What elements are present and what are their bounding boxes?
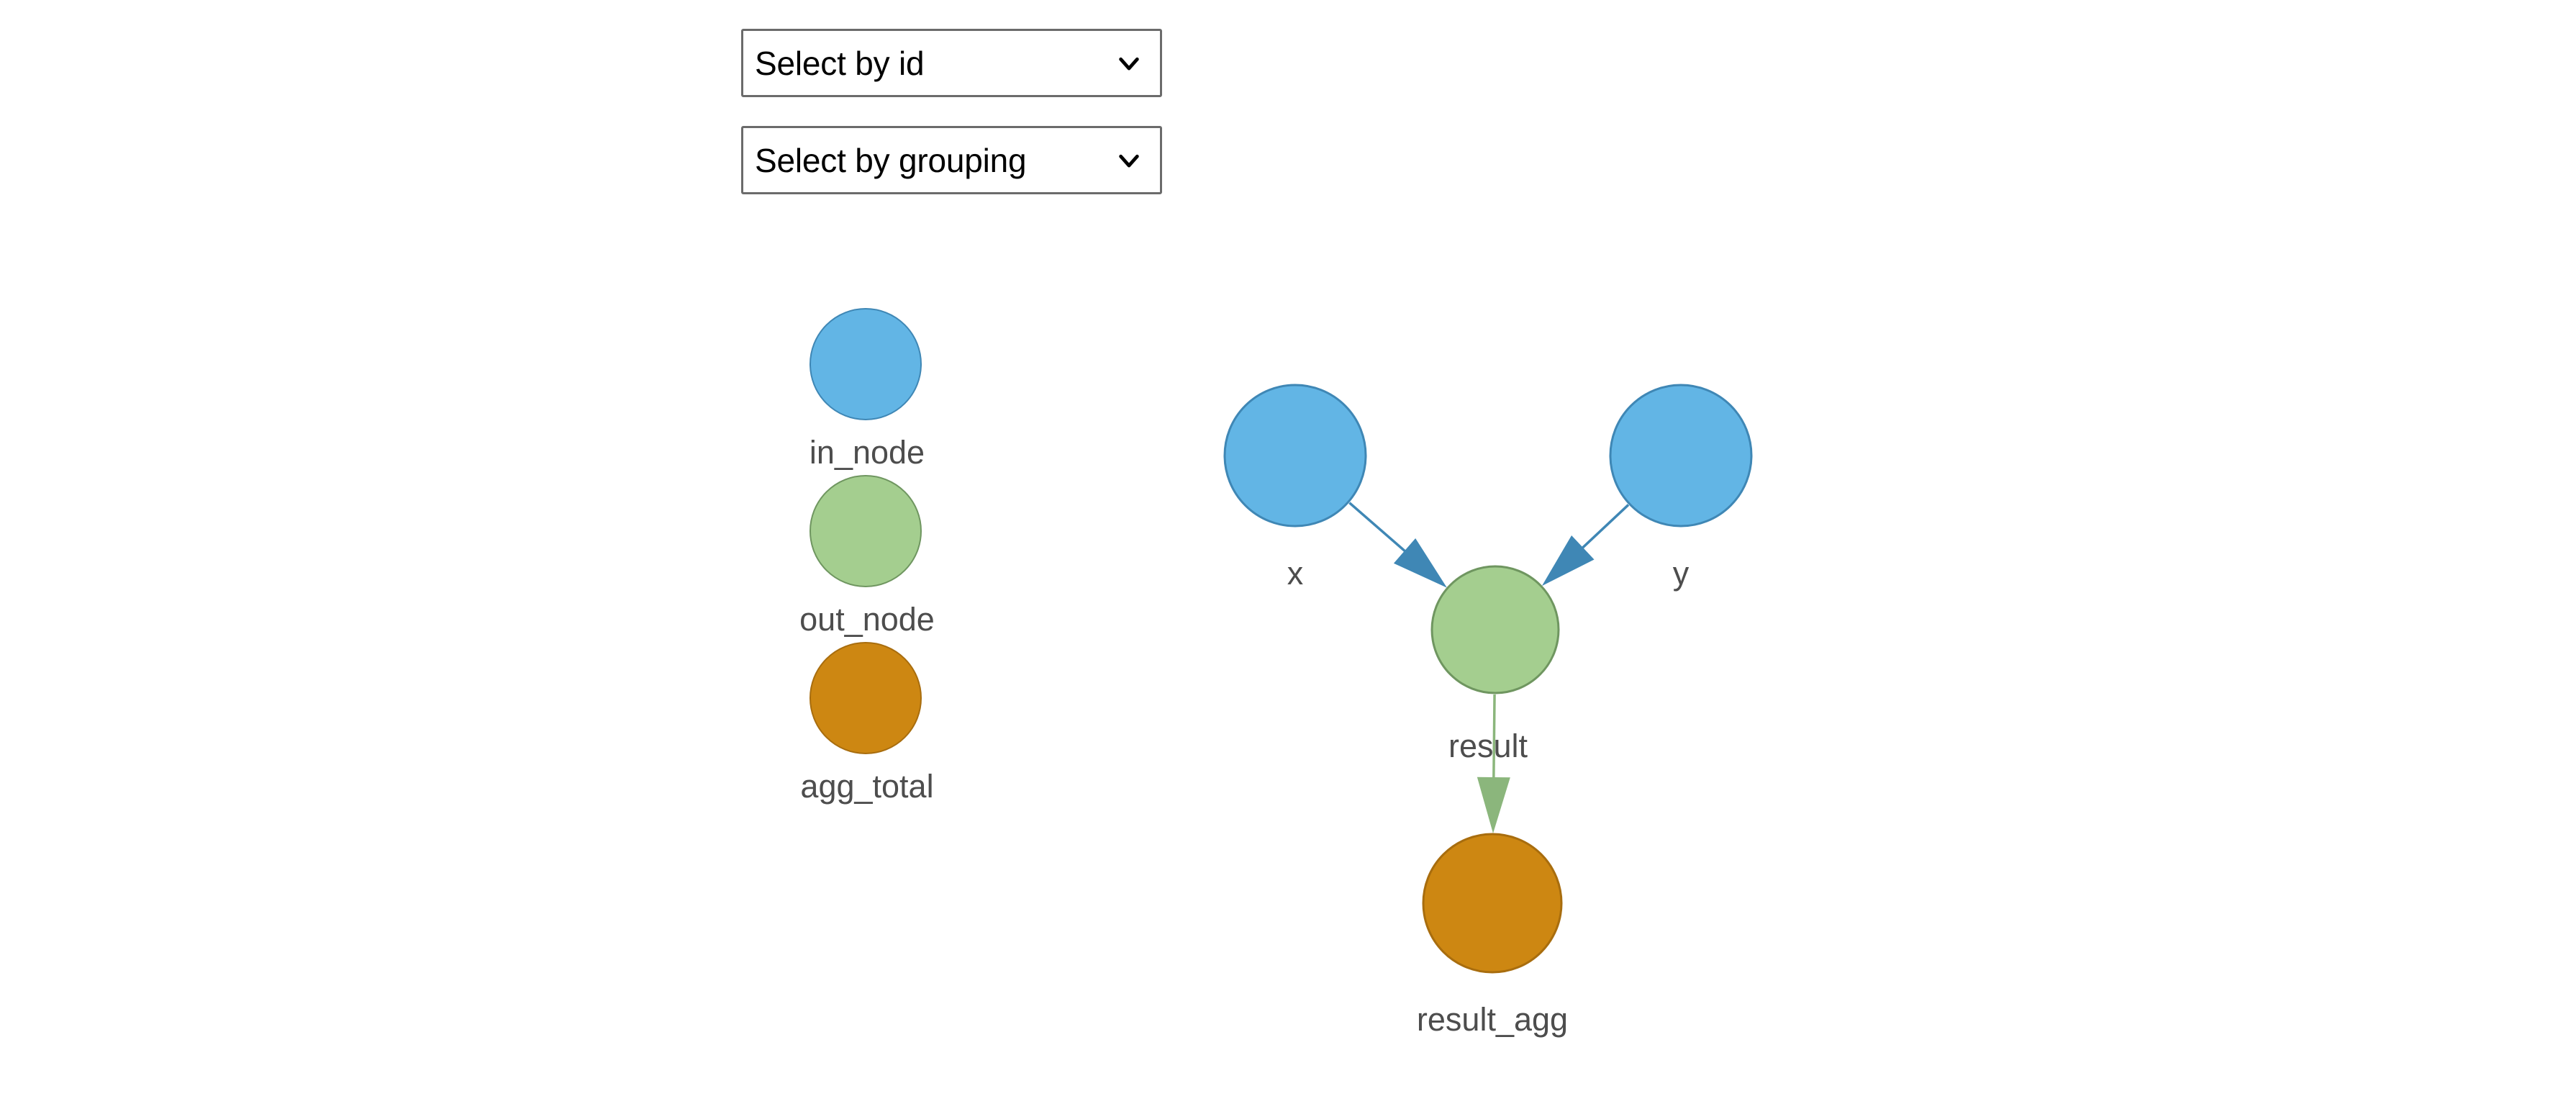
graph-node-label-x: x [1287,555,1304,592]
in-node-swatch-icon [809,308,922,420]
legend-item-out-node[interactable]: out_node [799,475,935,635]
graph-edge-line [1579,504,1630,552]
select-by-id-dropdown[interactable]: Select by id [741,29,1162,97]
legend-item-in-node[interactable]: in_node [809,308,925,469]
graph-node-label-y: y [1673,555,1690,592]
controls-panel: Select by id Select by grouping [741,29,1162,194]
graph-node-result_agg[interactable] [1422,833,1563,974]
graph-edge-arrowhead-icon [1541,535,1595,587]
graph-edge-arrowhead-icon [1477,777,1510,834]
legend-label-out-node: out_node [799,601,935,638]
graph-edge-line [1492,694,1496,782]
node-type-legend: in_node out_node agg_total [799,308,935,809]
chevron-down-icon[interactable] [1117,148,1141,173]
out-node-swatch-icon [809,475,922,587]
agg-total-swatch-icon [809,642,922,754]
graph-node-result[interactable] [1430,565,1560,694]
graph-node-label-result_agg: result_agg [1417,1001,1568,1038]
graph-edge-line [1348,502,1409,555]
graph-node-y[interactable] [1609,384,1753,528]
select-by-grouping-value: Select by grouping [755,141,1027,179]
chevron-down-icon[interactable] [1117,51,1141,76]
legend-label-in-node: in_node [809,434,925,471]
graph-node-x[interactable] [1223,384,1367,528]
select-by-grouping-dropdown[interactable]: Select by grouping [741,126,1162,194]
legend-label-agg-total: agg_total [800,768,934,805]
legend-item-agg-total[interactable]: agg_total [800,642,934,802]
graph-edge-arrowhead-icon [1393,538,1447,588]
graph-node-label-result: result [1448,728,1528,764]
select-by-id-value: Select by id [755,44,925,82]
